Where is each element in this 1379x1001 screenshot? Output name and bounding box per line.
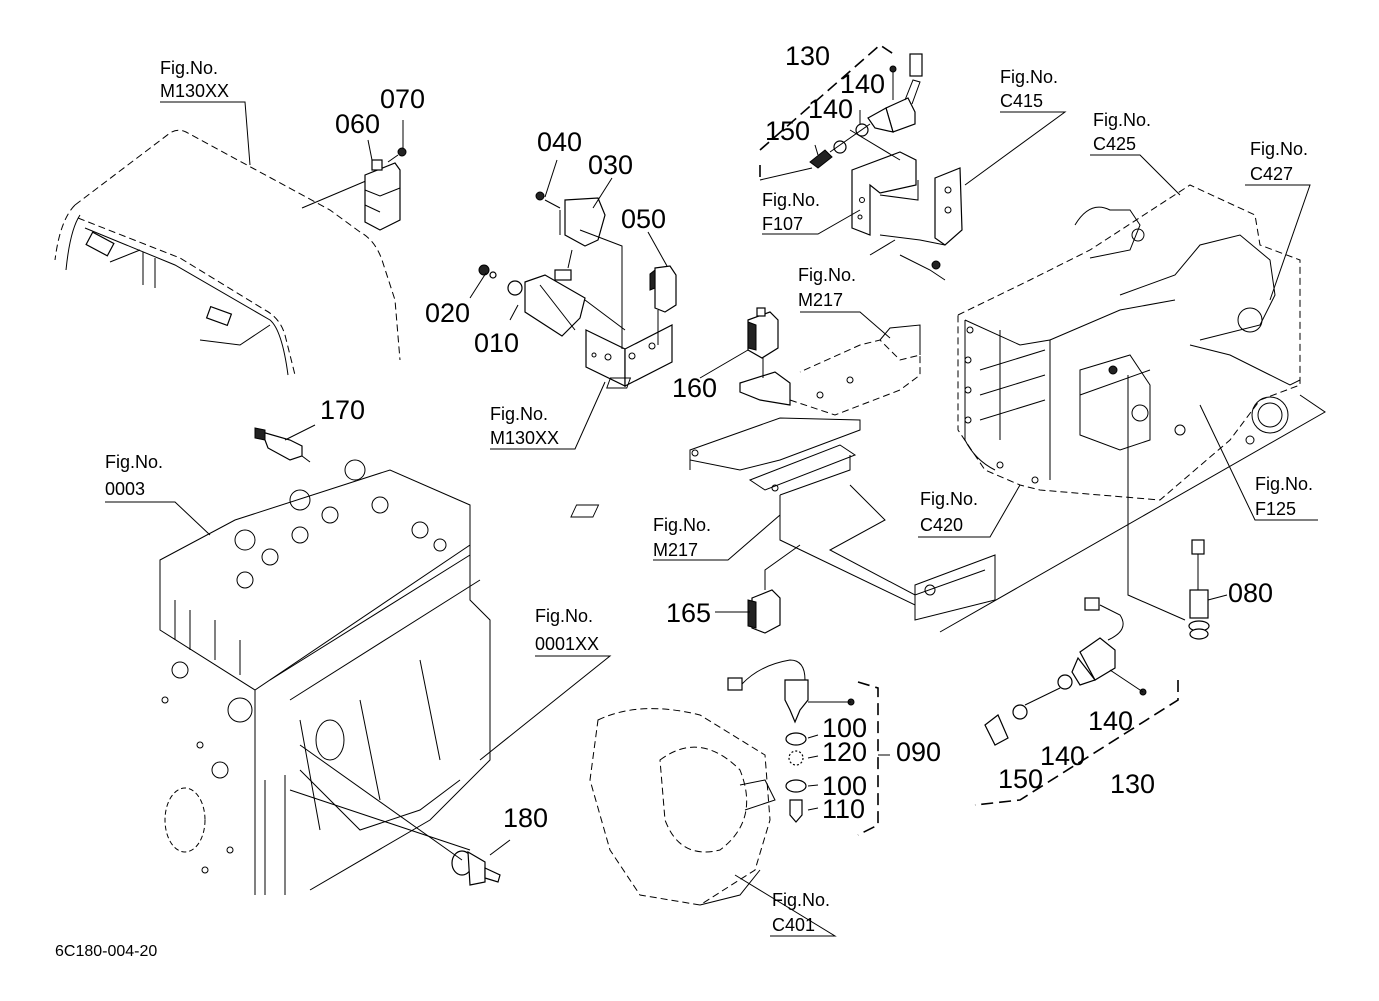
callout-100a: 100	[822, 713, 867, 743]
solenoid-assembly-drawing	[478, 191, 677, 387]
callout-010: 010	[474, 328, 519, 358]
callout-140-top-b: 140	[808, 94, 853, 124]
svg-text:Fig.No.: Fig.No.	[762, 190, 820, 210]
svg-text:Fig.No.: Fig.No.	[160, 58, 218, 78]
svg-text:C420: C420	[920, 515, 963, 535]
switch-130-top-drawing	[759, 43, 963, 281]
fig-ref-c420: Fig.No. C420	[920, 489, 978, 535]
svg-text:Fig.No.: Fig.No.	[105, 452, 163, 472]
svg-text:F107: F107	[762, 214, 803, 234]
fig-ref-f125: Fig.No. F125	[1255, 474, 1313, 519]
callout-050: 050	[621, 204, 666, 234]
svg-text:M217: M217	[653, 540, 698, 560]
svg-text:C401: C401	[772, 915, 815, 935]
fig-ref-c427: Fig.No. C427	[1250, 139, 1308, 184]
fig-ref-0001xx: Fig.No. 0001XX	[535, 606, 599, 654]
svg-text:0003: 0003	[105, 479, 145, 499]
cab-roof-drawing	[54, 129, 401, 376]
engine-block-drawing	[159, 427, 501, 895]
svg-text:M130XX: M130XX	[160, 81, 229, 101]
fig-ref-0003: Fig.No. 0003	[105, 452, 163, 499]
relay-160-drawing	[747, 307, 779, 378]
callout-140-top-a: 140	[840, 69, 885, 99]
callout-040: 040	[537, 127, 582, 157]
fig-ref-m217-bottom: Fig.No. M217	[653, 515, 711, 560]
callout-170: 170	[320, 395, 365, 425]
fig-ref-c415: Fig.No. C415	[1000, 67, 1058, 111]
fig-ref-c425: Fig.No. C425	[1093, 110, 1151, 154]
callout-140-bottom-b: 140	[1040, 741, 1085, 771]
svg-text:C425: C425	[1093, 134, 1136, 154]
svg-text:Fig.No.: Fig.No.	[1255, 474, 1313, 494]
svg-text:Fig.No.: Fig.No.	[1000, 67, 1058, 87]
svg-text:Fig.No.: Fig.No.	[1250, 139, 1308, 159]
switch-080-drawing	[1188, 539, 1228, 640]
callout-180: 180	[503, 803, 548, 833]
svg-text:M130XX: M130XX	[490, 428, 559, 448]
callout-100b: 100	[822, 771, 867, 801]
fig-ref-m217-top: Fig.No. M217	[798, 265, 856, 310]
svg-text:C427: C427	[1250, 164, 1293, 184]
callout-140-bottom-a: 140	[1088, 706, 1133, 736]
callout-150-bottom: 150	[998, 764, 1043, 794]
callout-030: 030	[588, 150, 633, 180]
svg-text:Fig.No.: Fig.No.	[535, 606, 593, 626]
svg-text:Fig.No.: Fig.No.	[798, 265, 856, 285]
switch-130-bottom-drawing	[974, 597, 1179, 806]
fig-ref-m130xx-top: Fig.No. M130XX	[160, 58, 229, 101]
transmission-case-drawing	[939, 184, 1326, 633]
mount-plate-m217-drawing	[570, 324, 996, 621]
svg-text:M217: M217	[798, 290, 843, 310]
callout-130-top: 130	[785, 41, 830, 71]
svg-text:Fig.No.: Fig.No.	[490, 404, 548, 424]
svg-text:Fig.No.: Fig.No.	[772, 890, 830, 910]
callout-020: 020	[425, 298, 470, 328]
fig-ref-m130xx-mid: Fig.No. M130XX	[490, 404, 559, 448]
drawing-code: 6C180-004-20	[55, 943, 157, 960]
callout-130-bottom: 130	[1110, 769, 1155, 799]
fig-ref-c401: Fig.No. C401	[772, 890, 830, 935]
callout-160: 160	[672, 373, 717, 403]
callout-060: 060	[335, 109, 380, 139]
switch-090-drawing	[727, 659, 890, 836]
figure-references: Fig.No. M130XX Fig.No. M130XX Fig.No. C4…	[105, 58, 1313, 935]
svg-text:C415: C415	[1000, 91, 1043, 111]
svg-text:0001XX: 0001XX	[535, 634, 599, 654]
callout-120: 120	[822, 737, 867, 767]
fig-ref-f107: Fig.No. F107	[762, 190, 820, 234]
callout-165: 165	[666, 598, 711, 628]
callout-090: 090	[896, 737, 941, 767]
clutch-housing-c401-drawing	[589, 708, 776, 906]
svg-text:F125: F125	[1255, 499, 1296, 519]
svg-text:Fig.No.: Fig.No.	[1093, 110, 1151, 130]
part-callouts: 010 020 030 040 050 060 070 080 090 100 …	[320, 41, 1273, 833]
leader-lines	[105, 101, 1318, 937]
relay-165-drawing	[747, 544, 801, 634]
relay-060-drawing	[364, 147, 407, 231]
callout-070: 070	[380, 84, 425, 114]
callout-110: 110	[822, 794, 865, 824]
svg-text:Fig.No.: Fig.No.	[920, 489, 978, 509]
callout-080: 080	[1228, 578, 1273, 608]
callout-150-top: 150	[765, 116, 810, 146]
svg-text:Fig.No.: Fig.No.	[653, 515, 711, 535]
